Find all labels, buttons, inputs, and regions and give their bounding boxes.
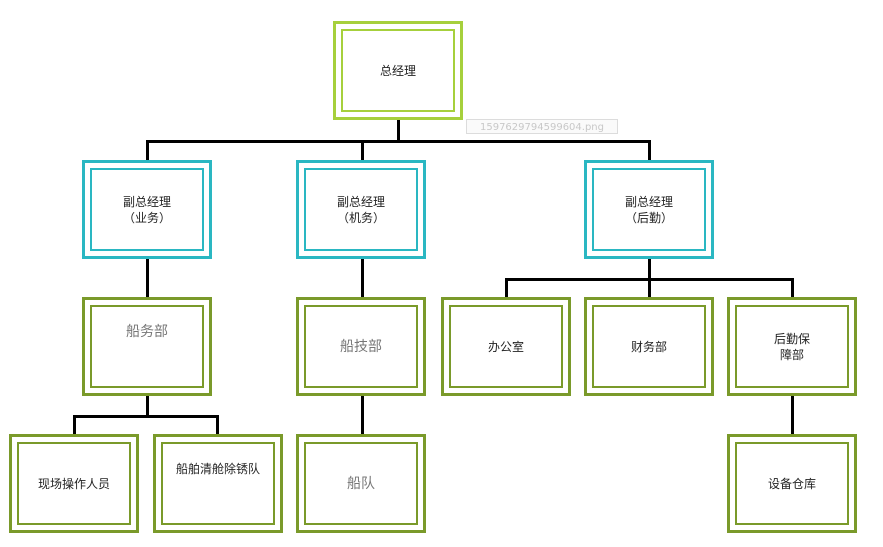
node-label: 船舶清舱除锈队 (175, 461, 260, 476)
node-label: 财务部 (630, 339, 667, 354)
connector-to-vp-logistics (648, 140, 651, 160)
connector-to-finance (648, 278, 651, 297)
image-filename-caption: 1597629794599604.png (466, 119, 618, 134)
connector-tech-to-fleet (361, 396, 364, 434)
node-logistics-support: 后勤保 障部 (727, 297, 857, 396)
node-field-operators: 现场操作人员 (9, 434, 139, 533)
node-label: 办公室 (487, 339, 524, 354)
connector-to-logistics-support (791, 278, 794, 297)
connector-level1-bar (146, 140, 650, 143)
connector-vp-engineering-to-tech (361, 259, 364, 297)
connector-vp-business-to-shipping (146, 259, 149, 297)
connector-to-vp-engineering (361, 140, 364, 160)
node-label: 船队 (347, 475, 375, 492)
node-label: 副总经理 （业务） (122, 194, 171, 225)
connector-to-field-operators (73, 415, 76, 434)
node-vp-business: 副总经理 （业务） (82, 160, 212, 259)
node-general-manager: 总经理 (333, 21, 463, 120)
node-finance-dept: 财务部 (584, 297, 714, 396)
connector-level4-bar (73, 415, 219, 418)
node-vp-logistics: 副总经理 （后勤） (584, 160, 714, 259)
node-label: 副总经理 （机务） (336, 194, 385, 225)
node-shipping-dept: 船务部 (82, 297, 212, 396)
node-hull-cleaning-team: 船舶清舱除锈队 (153, 434, 283, 533)
node-office: 办公室 (441, 297, 571, 396)
connector-to-hull-cleaning (216, 415, 219, 434)
connector-gm-down (397, 120, 400, 140)
connector-vp-logistics-down (648, 259, 651, 279)
connector-logistics-support-to-warehouse (791, 396, 794, 434)
node-tech-dept: 船技部 (296, 297, 426, 396)
node-label: 现场操作人员 (37, 476, 110, 491)
node-label: 总经理 (379, 63, 416, 78)
connector-to-vp-business (146, 140, 149, 160)
node-label: 设备仓库 (767, 476, 816, 491)
node-label: 副总经理 （后勤） (624, 194, 673, 225)
connector-to-office (505, 278, 508, 297)
node-equipment-warehouse: 设备仓库 (727, 434, 857, 533)
node-label: 船务部 (126, 323, 168, 340)
node-fleet: 船队 (296, 434, 426, 533)
node-label: 后勤保 障部 (773, 331, 810, 362)
connector-shipping-down (146, 396, 149, 416)
node-vp-engineering: 副总经理 （机务） (296, 160, 426, 259)
node-label: 船技部 (340, 338, 382, 355)
